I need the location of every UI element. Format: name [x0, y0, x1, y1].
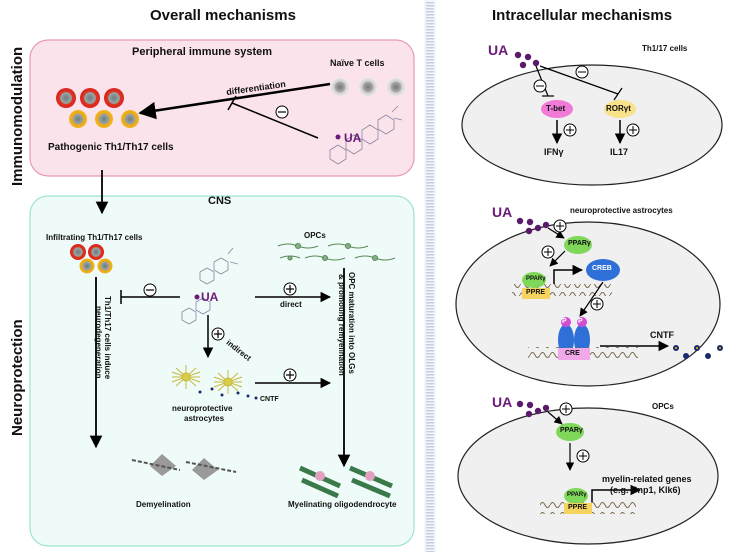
- ifng-label: IFNγ: [544, 147, 564, 157]
- peripheral-title: Peripheral immune system: [132, 46, 273, 58]
- astrocytes-label-1: neuroprotective: [172, 404, 233, 413]
- neurodegeneration-label: neurodegeneration: [94, 306, 103, 379]
- ppre-label: PPRE: [526, 289, 546, 296]
- tbet-label: T-bet: [546, 104, 566, 113]
- ua-label-panel1: UA: [488, 42, 509, 58]
- ppar-free-label: PPARγ: [568, 240, 591, 247]
- ppar-bound-shape-3: [564, 488, 588, 504]
- infiltrating-cells-cluster: [70, 244, 113, 274]
- panel1-title: Th1/17 cells: [642, 44, 688, 53]
- rorgt-shape: [604, 100, 636, 118]
- infiltrating-label: Infiltrating Th1/Th17 cells: [46, 233, 143, 242]
- creb-label: CREB: [592, 265, 612, 272]
- myelinating-label: Myelinating oligodendrocyte: [288, 500, 397, 509]
- rorgt-label: RORγt: [606, 104, 631, 113]
- il17-label: IL17: [610, 147, 629, 157]
- panel3-cell: [457, 407, 719, 545]
- myelinating-oligodendrocyte-illustration: [298, 465, 393, 499]
- promoting-remyelination-label: & promoting remyelination: [337, 274, 346, 376]
- ua-molecule-peripheral: [329, 105, 403, 165]
- ppre-box-3: [564, 503, 592, 514]
- header-intracellular-mechanisms: Intracellular mechanisms: [492, 7, 673, 24]
- cntf-dots: [198, 387, 258, 400]
- cntf-label-cns: CNTF: [260, 396, 279, 403]
- ua-label-peripheral: UA: [344, 131, 362, 145]
- ua-label-panel3: UA: [492, 394, 513, 410]
- naive-t-cells-cluster: [331, 78, 405, 96]
- ppre-box: [522, 288, 550, 299]
- ppar-bound-shape: [522, 272, 546, 288]
- ppre-label-3: PPRE: [568, 504, 588, 511]
- pathogenic-cells-cluster: [56, 88, 139, 128]
- cre-label: CRE: [565, 350, 580, 357]
- p-label-left: P: [562, 318, 567, 325]
- myelin-genes-examples-label: (e.g. Cnp1, Klk6): [610, 485, 681, 495]
- tbet-shape: [541, 100, 573, 118]
- astrocytes-label-2: astrocytes: [184, 414, 225, 423]
- demyelination-illustration: [131, 454, 237, 480]
- panel2-title: neuroprotective astrocytes: [570, 206, 673, 215]
- cns-title: CNS: [208, 195, 232, 207]
- cns-box: [29, 195, 415, 547]
- ppar-free-label-3: PPARγ: [560, 427, 583, 434]
- myelin-genes-label: myelin-related genes: [602, 474, 692, 484]
- p-label-right: P: [578, 318, 583, 325]
- panel1-cell: [461, 64, 723, 186]
- pathogenic-label: Pathogenic Th1/Th17 cells: [48, 142, 174, 153]
- ua-molecule-cns: [181, 247, 239, 325]
- side-label-immunomodulation: Immunomodulation: [9, 46, 26, 186]
- ua-label-cns: UA: [201, 290, 219, 304]
- cntf-dots-panel2: [673, 345, 723, 359]
- panel3-title: OPCs: [652, 402, 674, 411]
- th-induce-label: Th1/Th17 cells induce: [103, 296, 112, 380]
- cre-box: [558, 348, 590, 360]
- demyelination-label: Demyelination: [136, 500, 191, 509]
- ppar-bound-label: PPARγ: [526, 276, 546, 282]
- ppar-free-shape-3: [556, 423, 584, 441]
- opcs-label: OPCs: [304, 231, 326, 240]
- peripheral-immune-box: [29, 39, 415, 177]
- ppar-bound-label-3: PPARγ: [567, 492, 587, 498]
- ppar-free-shape: [564, 236, 592, 254]
- ua-label-panel2: UA: [492, 204, 513, 220]
- naive-t-cells-label: Naïve T cells: [330, 58, 385, 68]
- side-label-neuroprotection: Neuroprotection: [9, 319, 26, 436]
- direct-label: direct: [280, 300, 302, 309]
- header-overall-mechanisms: Overall mechanisms: [150, 7, 296, 24]
- opcs-illustration: [277, 242, 396, 262]
- astrocytes-illustration: [171, 365, 243, 394]
- cntf-label-panel2: CNTF: [650, 330, 674, 340]
- opc-maturation-label: OPC maturation into OLGs: [347, 272, 356, 374]
- creb-shape: [586, 259, 620, 281]
